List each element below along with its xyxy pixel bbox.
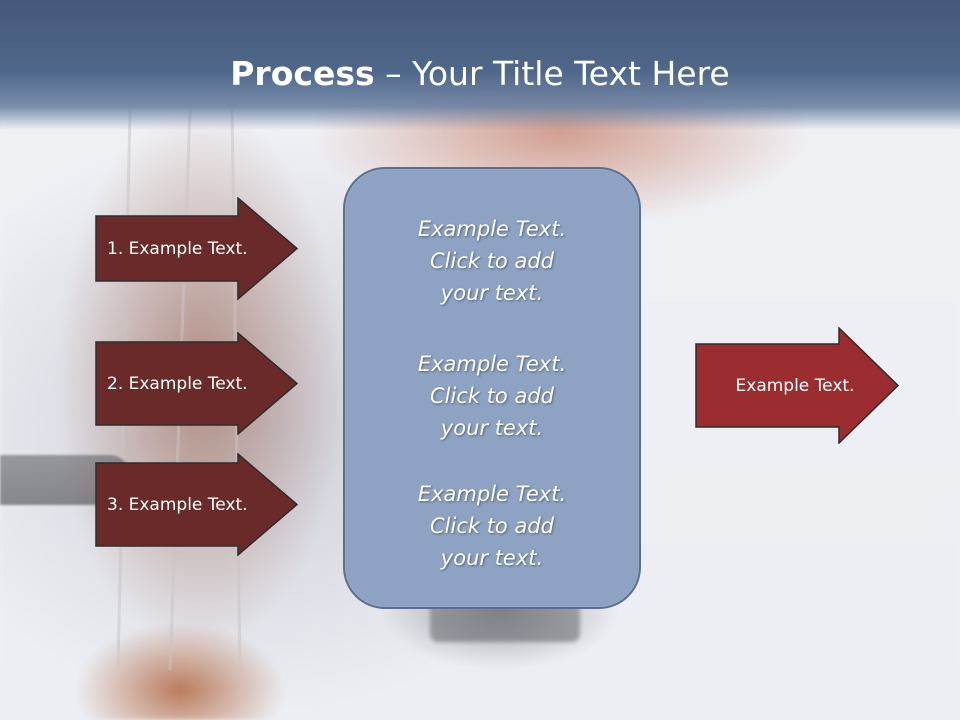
step-arrow-1[interactable]: 1. Example Text.: [95, 197, 298, 300]
title-band: [0, 0, 960, 130]
step-arrow-2[interactable]: 2. Example Text.: [95, 332, 298, 435]
output-label: Example Text.: [735, 375, 855, 396]
panel-text-2[interactable]: Example Text. Click to add your text.: [417, 352, 567, 440]
step-label-3: 3. Example Text.: [107, 494, 248, 515]
step-label-1: 1. Example Text.: [107, 238, 248, 259]
center-text-panel[interactable]: Example Text. Click to add your text. Ex…: [343, 167, 641, 609]
output-arrow[interactable]: Example Text.: [695, 327, 899, 444]
step-arrow-3[interactable]: 3. Example Text.: [95, 453, 298, 556]
title-rest-part: – Your Title Text Here: [374, 54, 730, 93]
title-bold-part: Process: [230, 54, 375, 93]
panel-text-1[interactable]: Example Text. Click to add your text.: [417, 217, 567, 305]
step-label-2: 2. Example Text.: [107, 373, 248, 394]
panel-text-3[interactable]: Example Text. Click to add your text.: [417, 482, 567, 570]
slide-title[interactable]: Process – Your Title Text Here: [0, 52, 960, 96]
